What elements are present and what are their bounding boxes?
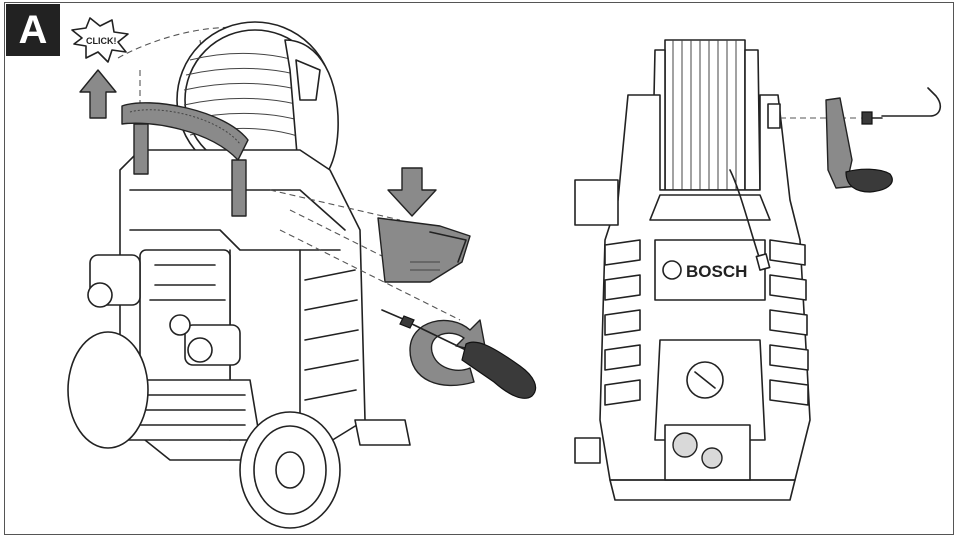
bracket-cover <box>377 217 471 283</box>
click-text: CLICK! <box>86 36 117 46</box>
carry-handle <box>121 102 249 217</box>
figure-frame <box>4 2 954 535</box>
front-body: BOSCH <box>574 94 811 501</box>
right-washer-illustration: BOSCH <box>574 39 942 501</box>
up-arrow-icon <box>79 69 117 119</box>
panel-label: A <box>6 4 60 56</box>
front-hose-reel <box>651 39 761 191</box>
rotate-arrow-icon <box>409 319 487 387</box>
left-washer-illustration: CLICK! <box>67 17 537 529</box>
crank-handle <box>767 87 942 193</box>
screwdriver <box>411 323 537 399</box>
front-hose <box>729 169 761 261</box>
washer-wheels <box>67 331 411 529</box>
brand-text: BOSCH <box>686 262 747 281</box>
screw <box>381 309 415 329</box>
down-arrow-icon <box>387 167 437 217</box>
click-burst: CLICK! <box>71 17 129 63</box>
